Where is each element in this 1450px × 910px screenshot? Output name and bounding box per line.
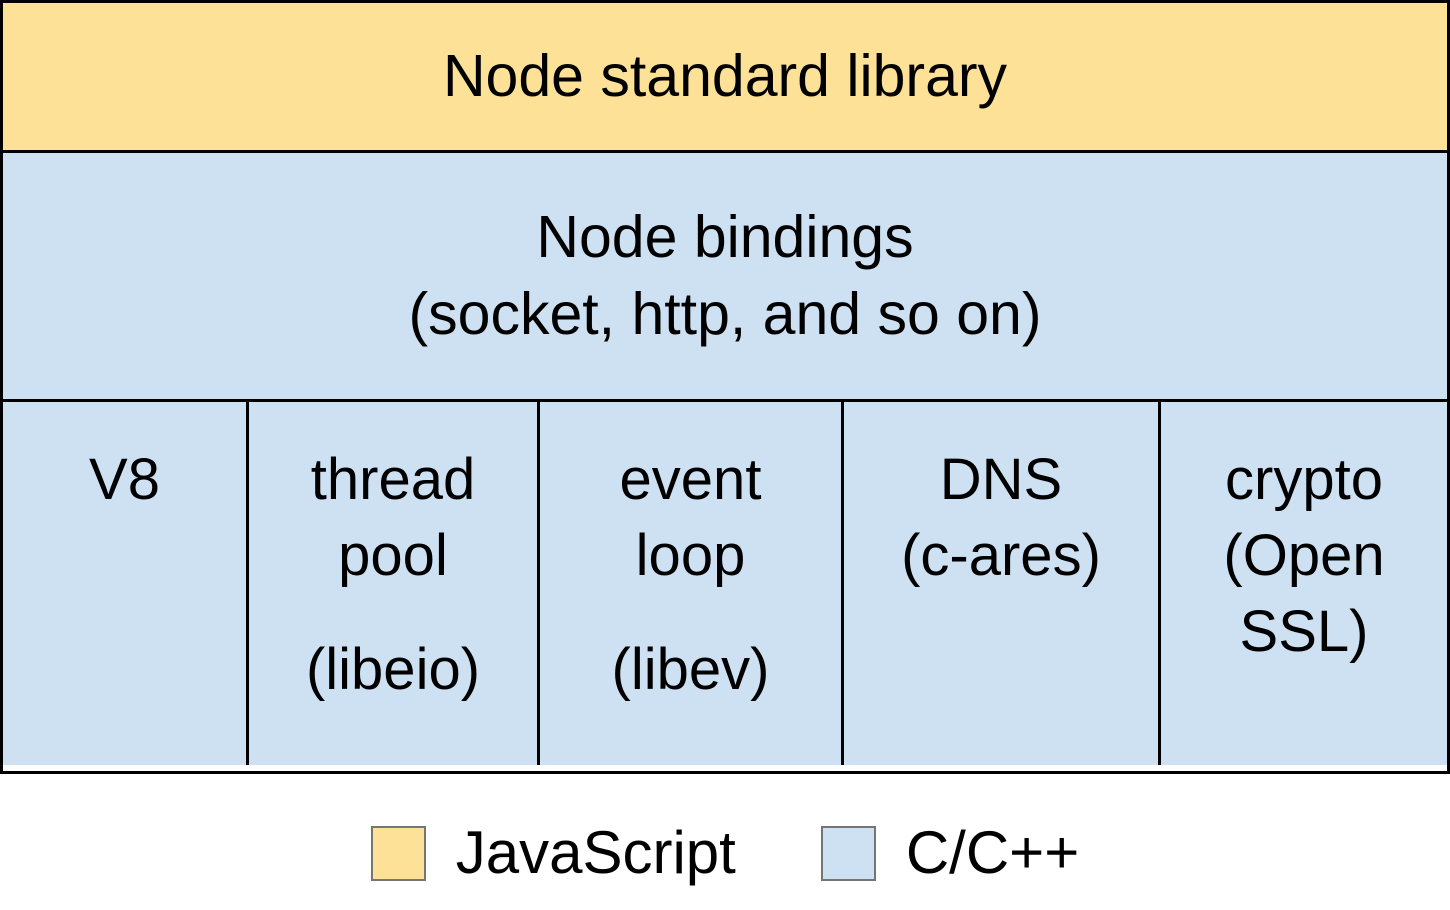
component-cell-dns: DNS (c-ares) [844, 402, 1161, 765]
component-cell-thread-pool: thread pool (libeio) [249, 402, 540, 765]
architecture-stack: Node standard library Node bindings (soc… [0, 0, 1450, 774]
c-cpp-legend-label: C/C++ [905, 819, 1080, 886]
component-label-line: SSL) [1239, 599, 1369, 664]
node-bindings-line-1: Node bindings [536, 204, 914, 270]
component-library-label: (libev) [611, 637, 770, 702]
component-cell-event-loop: event loop (libev) [540, 402, 844, 765]
javascript-color-swatch [370, 825, 426, 881]
layer-node-bindings: Node bindings (socket, http, and so on) [3, 153, 1447, 402]
component-label-line: V8 [89, 447, 160, 512]
component-label-line: crypto [1225, 447, 1383, 512]
c-cpp-color-swatch [820, 825, 876, 881]
component-label-line: event [619, 447, 762, 512]
node-bindings-line-2: (socket, http, and so on) [408, 281, 1042, 347]
component-label-line: loop [635, 523, 746, 588]
node-standard-library-label: Node standard library [442, 43, 1008, 109]
component-label-line: thread [310, 447, 476, 512]
node-bindings-label: Node bindings (socket, http, and so on) [409, 199, 1042, 353]
layer-node-standard-library: Node standard library [3, 3, 1447, 153]
component-cell-v8: V8 [3, 402, 249, 765]
javascript-legend-label: JavaScript [455, 819, 736, 886]
component-library-label: (libeio) [305, 637, 481, 702]
component-cell-crypto: crypto (Open SSL) [1161, 402, 1447, 765]
layer-components: V8 thread pool (libeio) event loop (libe… [3, 402, 1447, 765]
legend-item-javascript: JavaScript [370, 814, 736, 892]
component-label-line: (Open [1223, 523, 1385, 588]
component-label-line: (c-ares) [901, 523, 1101, 588]
component-label-line: pool [338, 523, 448, 588]
component-label-line: DNS [939, 447, 1063, 512]
legend-item-c-cpp: C/C++ [820, 814, 1080, 892]
legend: JavaScript C/C++ [0, 774, 1450, 910]
